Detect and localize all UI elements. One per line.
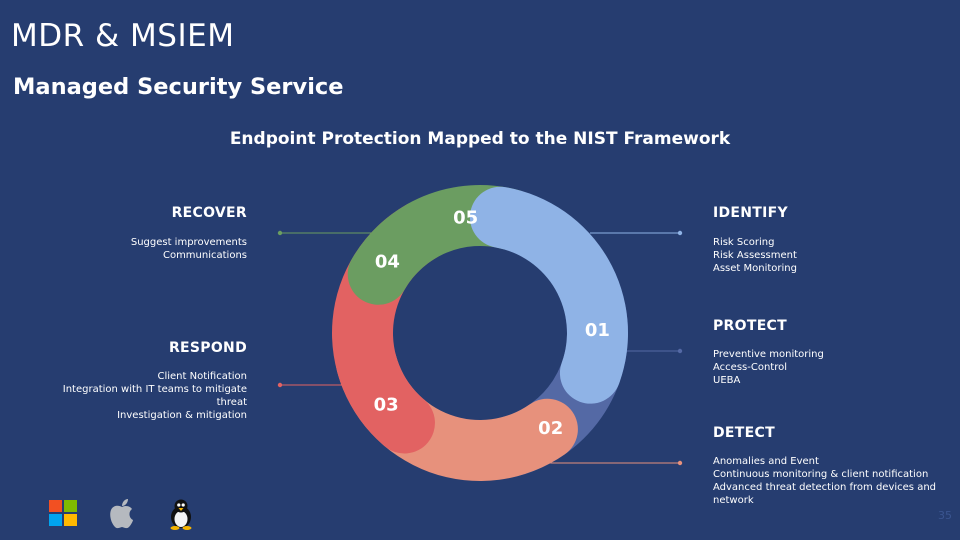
page-number: 35 — [938, 509, 952, 522]
stage-desc-recover: Suggest improvements Communications — [131, 236, 247, 262]
stage-item: Client Notification — [157, 371, 247, 382]
stage-item: Investigation & mitigation — [117, 410, 247, 421]
stage-desc-protect: Preventive monitoring Access-Control UEB… — [713, 348, 824, 387]
stage-desc-detect: Anomalies and Event Continuous monitorin… — [713, 455, 936, 507]
stage-item: Preventive monitoring — [713, 349, 824, 360]
connector-dot-identify — [677, 230, 683, 236]
diagram-heading: Endpoint Protection Mapped to the NIST F… — [229, 129, 731, 149]
stage-title-protect: PROTECT — [713, 318, 787, 334]
cycle-numbers: 01 02 03 04 05 — [374, 207, 610, 438]
cycle-number-protect: 02 — [538, 418, 563, 439]
stage-desc-respond: Client Notification Integration with IT … — [47, 370, 247, 422]
stage-desc-identify: Risk Scoring Risk Assessment Asset Monit… — [713, 236, 797, 275]
cycle-number-recover: 05 — [453, 207, 478, 228]
stage-item: Integration with IT teams to mitigate — [62, 384, 247, 395]
stage-item: threat — [216, 397, 247, 408]
windows-icon — [49, 500, 77, 526]
connector-lines — [277, 230, 683, 466]
page-subtitle: Managed Security Service — [13, 74, 344, 100]
linux-icon — [170, 499, 192, 530]
stage-title-recover: RECOVER — [171, 205, 247, 221]
cycle-number-identify: 01 — [585, 320, 610, 341]
connector-dot-protect — [677, 348, 683, 354]
cycle-segments — [332, 184, 628, 481]
stage-item: Asset Monitoring — [713, 263, 797, 274]
stage-item: UEBA — [713, 375, 741, 386]
cycle-number-respond: 04 — [375, 252, 400, 273]
connector-dot-detect — [677, 460, 683, 466]
stage-item: Anomalies and Event — [713, 456, 819, 467]
connector-dot-respond — [277, 382, 283, 388]
stage-item: Communications — [162, 250, 247, 261]
stage-item: Risk Scoring — [713, 237, 775, 248]
stage-title-identify: IDENTIFY — [713, 205, 788, 221]
apple-icon — [110, 499, 133, 529]
connector-dot-recover — [277, 230, 283, 236]
stage-title-respond: RESPOND — [168, 340, 247, 356]
stage-item: Risk Assessment — [713, 250, 797, 261]
stage-title-detect: DETECT — [713, 425, 775, 441]
stage-item: Suggest improvements — [130, 237, 247, 248]
stage-item: network — [713, 495, 754, 506]
stage-item: Advanced threat detection from devices a… — [713, 482, 937, 493]
stage-item: Continuous monitoring & client notificat… — [713, 469, 929, 480]
page-title: MDR & MSIEM — [11, 18, 235, 54]
cycle-segment-identify — [469, 186, 628, 404]
cycle-number-detect: 03 — [374, 395, 399, 416]
stage-item: Access-Control — [713, 362, 787, 373]
